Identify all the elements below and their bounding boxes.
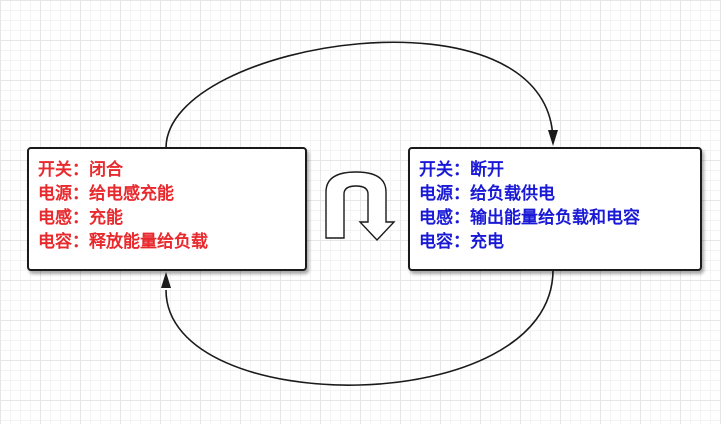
left-inductor-separator: ： bbox=[72, 208, 89, 228]
left-switch-value: 闭合 bbox=[89, 160, 123, 180]
right-line-source: 电源：给负载供电 bbox=[419, 182, 700, 206]
left-line-capacitor: 电容：释放能量给负载 bbox=[38, 230, 305, 254]
switch-closed-state-box: 开关：闭合 电源：给电感充能 电感：充能 电容：释放能量给负载 bbox=[27, 147, 307, 271]
right-capacitor-value: 充电 bbox=[470, 232, 504, 252]
top-arc-arrow bbox=[165, 41, 554, 149]
right-inductor-separator: ： bbox=[453, 208, 470, 228]
left-source-value: 给电感充能 bbox=[89, 184, 174, 204]
u-turn-arrow-icon bbox=[325, 171, 396, 242]
right-source-value: 给负载供电 bbox=[470, 184, 555, 204]
left-source-label: 电源 bbox=[38, 184, 72, 204]
left-inductor-value: 充能 bbox=[89, 208, 123, 228]
left-source-separator: ： bbox=[72, 184, 89, 204]
right-switch-value: 断开 bbox=[470, 160, 504, 180]
right-line-switch: 开关：断开 bbox=[419, 158, 700, 182]
left-capacitor-separator: ： bbox=[72, 232, 89, 252]
bottom-arc-arrow bbox=[165, 269, 554, 386]
right-inductor-label: 电感 bbox=[419, 208, 453, 228]
left-inductor-label: 电感 bbox=[38, 208, 72, 228]
left-capacitor-label: 电容 bbox=[38, 232, 72, 252]
right-switch-separator: ： bbox=[453, 160, 470, 180]
right-source-label: 电源 bbox=[419, 184, 453, 204]
left-switch-label: 开关 bbox=[38, 160, 72, 180]
right-line-capacitor: 电容：充电 bbox=[419, 230, 700, 254]
right-capacitor-separator: ： bbox=[453, 232, 470, 252]
right-capacitor-label: 电容 bbox=[419, 232, 453, 252]
right-line-inductor: 电感：输出能量给负载和电容 bbox=[419, 206, 700, 230]
left-line-inductor: 电感：充能 bbox=[38, 206, 305, 230]
top-arc-arrowhead bbox=[548, 130, 558, 146]
left-line-switch: 开关：闭合 bbox=[38, 158, 305, 182]
left-capacitor-value: 释放能量给负载 bbox=[89, 232, 208, 252]
switch-open-state-box: 开关：断开 电源：给负载供电 电感：输出能量给负载和电容 电容：充电 bbox=[408, 147, 702, 271]
left-line-source: 电源：给电感充能 bbox=[38, 182, 305, 206]
left-switch-separator: ： bbox=[72, 160, 89, 180]
right-inductor-value: 输出能量给负载和电容 bbox=[470, 208, 640, 228]
right-switch-label: 开关 bbox=[419, 160, 453, 180]
right-source-separator: ： bbox=[453, 184, 470, 204]
bottom-arc-arrowhead bbox=[161, 272, 171, 288]
